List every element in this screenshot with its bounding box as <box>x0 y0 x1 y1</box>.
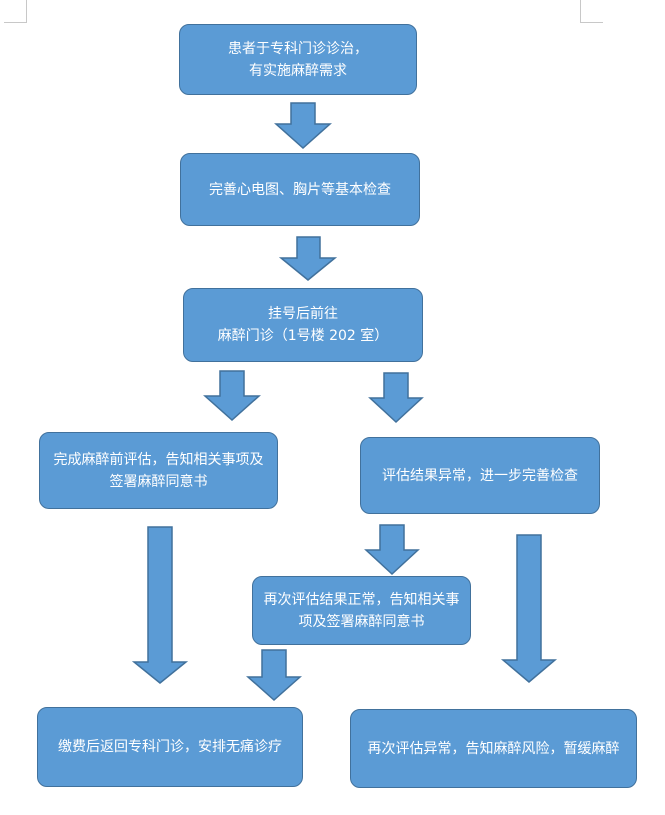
arrow-register-to-abnormal <box>368 372 424 424</box>
arrow-abnormal-to-reassess-abnormal <box>500 534 558 683</box>
node-basic-exams: 完善心电图、胸片等基本检查 <box>180 153 420 226</box>
arrow-reassess-to-pay <box>246 649 302 702</box>
node-reassess-normal-line-1: 再次评估结果正常，告知相关事 <box>263 591 460 608</box>
node-reassess-abnormal-line-1: 再次评估异常，告知麻醉风险，暂缓麻醉 <box>367 740 620 757</box>
node-pre-assessment-line-2: 签署麻醉同意书 <box>109 473 208 490</box>
node-reassess-normal-line-2: 项及签署麻醉同意书 <box>298 613 425 630</box>
arrow-exams-to-register <box>278 236 338 281</box>
arrow-abnormal-to-reassess <box>364 524 420 576</box>
node-register-clinic: 挂号后前往 麻醉门诊（1号楼 202 室） <box>183 288 423 362</box>
node-specialist-visit-line-2: 有实施麻醉需求 <box>249 62 347 79</box>
node-pay-return: 缴费后返回专科门诊，安排无痛诊疗 <box>37 707 303 787</box>
node-reassess-abnormal: 再次评估异常，告知麻醉风险，暂缓麻醉 <box>350 709 637 788</box>
node-abnormal-result: 评估结果异常，进一步完善检查 <box>360 437 600 514</box>
page-corner-mark-top-right <box>580 0 603 23</box>
arrow-specialist-to-exams <box>274 102 332 150</box>
node-register-clinic-line-1: 挂号后前往 <box>268 306 338 322</box>
arrow-preassessment-to-pay <box>131 526 189 684</box>
node-specialist-visit-line-1: 患者于专科门诊诊治， <box>228 40 368 57</box>
node-pre-assessment-line-1: 完成麻醉前评估，告知相关事项及 <box>53 451 264 468</box>
node-pay-return-line-1: 缴费后返回专科门诊，安排无痛诊疗 <box>58 739 282 755</box>
arrow-register-to-preassessment <box>203 370 261 422</box>
node-register-clinic-line-2: 麻醉门诊（1号楼 202 室） <box>217 328 389 344</box>
node-specialist-visit: 患者于专科门诊诊治， 有实施麻醉需求 <box>179 24 417 95</box>
node-pre-assessment: 完成麻醉前评估，告知相关事项及 签署麻醉同意书 <box>39 432 278 509</box>
node-reassess-normal: 再次评估结果正常，告知相关事 项及签署麻醉同意书 <box>252 576 471 645</box>
page-corner-mark-top-left <box>4 0 27 23</box>
node-abnormal-result-line-1: 评估结果异常，进一步完善检查 <box>382 467 578 484</box>
node-basic-exams-line-1: 完善心电图、胸片等基本检查 <box>209 181 391 198</box>
